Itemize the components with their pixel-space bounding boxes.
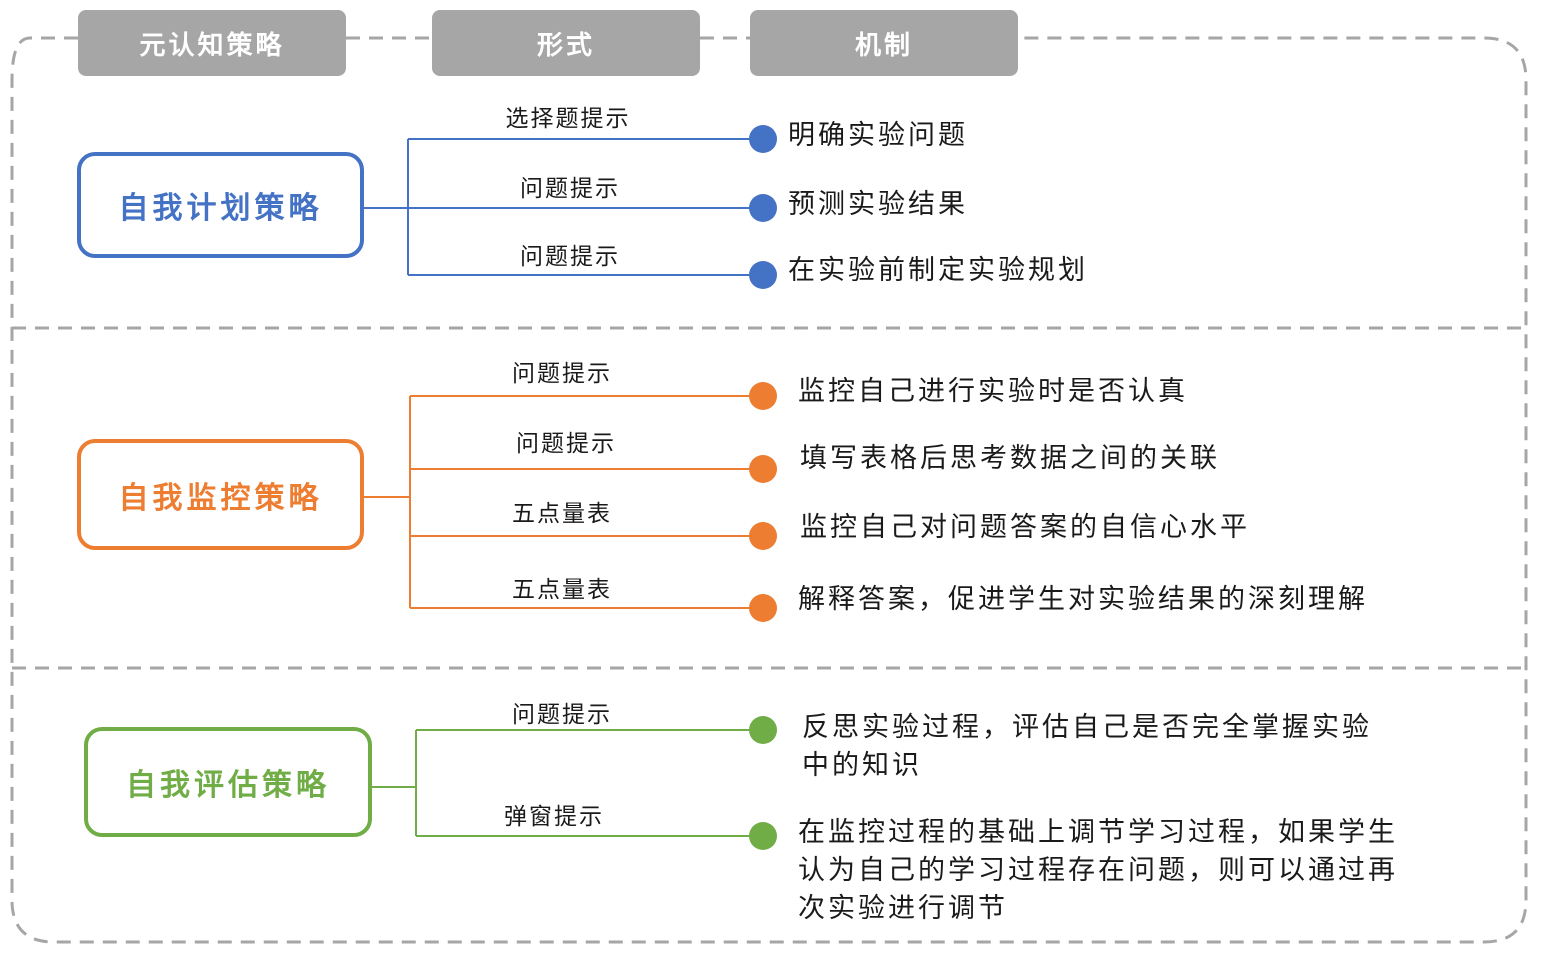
mechanism-text: 监控自己进行实验时是否认真 (798, 376, 1188, 407)
form-label: 弹窗提示 (504, 804, 604, 830)
form-label: 五点量表 (512, 501, 612, 527)
plan-connectors (364, 138, 762, 276)
bullet-dot (749, 194, 777, 222)
bullet-dot (749, 261, 777, 289)
mechanism-text: 预测实验结果 (788, 189, 968, 220)
bullet-dot (749, 522, 777, 550)
form-label: 问题提示 (520, 244, 620, 270)
strategy-box-plan: 自我计划策略 (77, 152, 364, 258)
header-mechanism: 机制 (750, 10, 1018, 76)
bullet-dot (749, 716, 777, 744)
header-strategy: 元认知策略 (78, 10, 346, 76)
mechanism-line: 在监控过程的基础上调节学习过程，如果学生 (798, 817, 1398, 848)
strategy-box-evaluate: 自我评估策略 (84, 727, 372, 837)
form-label: 问题提示 (520, 176, 620, 202)
mechanism-text: 反思实验过程，评估自己是否完全掌握实验 中的知识 (802, 709, 1372, 785)
mechanism-text: 监控自己对问题答案的自信心水平 (800, 512, 1250, 543)
bullet-dot (749, 822, 777, 850)
mechanism-line: 认为自己的学习过程存在问题，则可以通过再 (798, 855, 1398, 886)
strategy-box-monitor: 自我监控策略 (77, 439, 364, 550)
form-label: 五点量表 (512, 577, 612, 603)
mechanism-line: 反思实验过程，评估自己是否完全掌握实验 (802, 712, 1372, 743)
mechanism-text: 填写表格后思考数据之间的关联 (800, 443, 1220, 474)
form-label: 选择题提示 (505, 106, 631, 132)
outer-dashed-frame (10, 36, 1528, 944)
form-label: 问题提示 (512, 361, 612, 387)
monitor-connectors (364, 395, 762, 609)
mechanism-text: 在实验前制定实验规划 (788, 255, 1088, 286)
evaluate-connectors (372, 729, 762, 837)
bullet-dot (749, 455, 777, 483)
bullet-dot (749, 382, 777, 410)
mechanism-text: 明确实验问题 (788, 120, 968, 151)
mechanism-text: 在监控过程的基础上调节学习过程，如果学生 认为自己的学习过程存在问题，则可以通过… (798, 814, 1398, 928)
form-label: 问题提示 (516, 431, 616, 457)
header-form: 形式 (432, 10, 700, 76)
mechanism-text: 解释答案，促进学生对实验结果的深刻理解 (798, 584, 1368, 615)
mechanism-line: 次实验进行调节 (798, 893, 1008, 924)
bullet-dot (749, 594, 777, 622)
mechanism-line: 中的知识 (802, 750, 922, 781)
form-label: 问题提示 (512, 702, 612, 728)
bullet-dot (749, 125, 777, 153)
